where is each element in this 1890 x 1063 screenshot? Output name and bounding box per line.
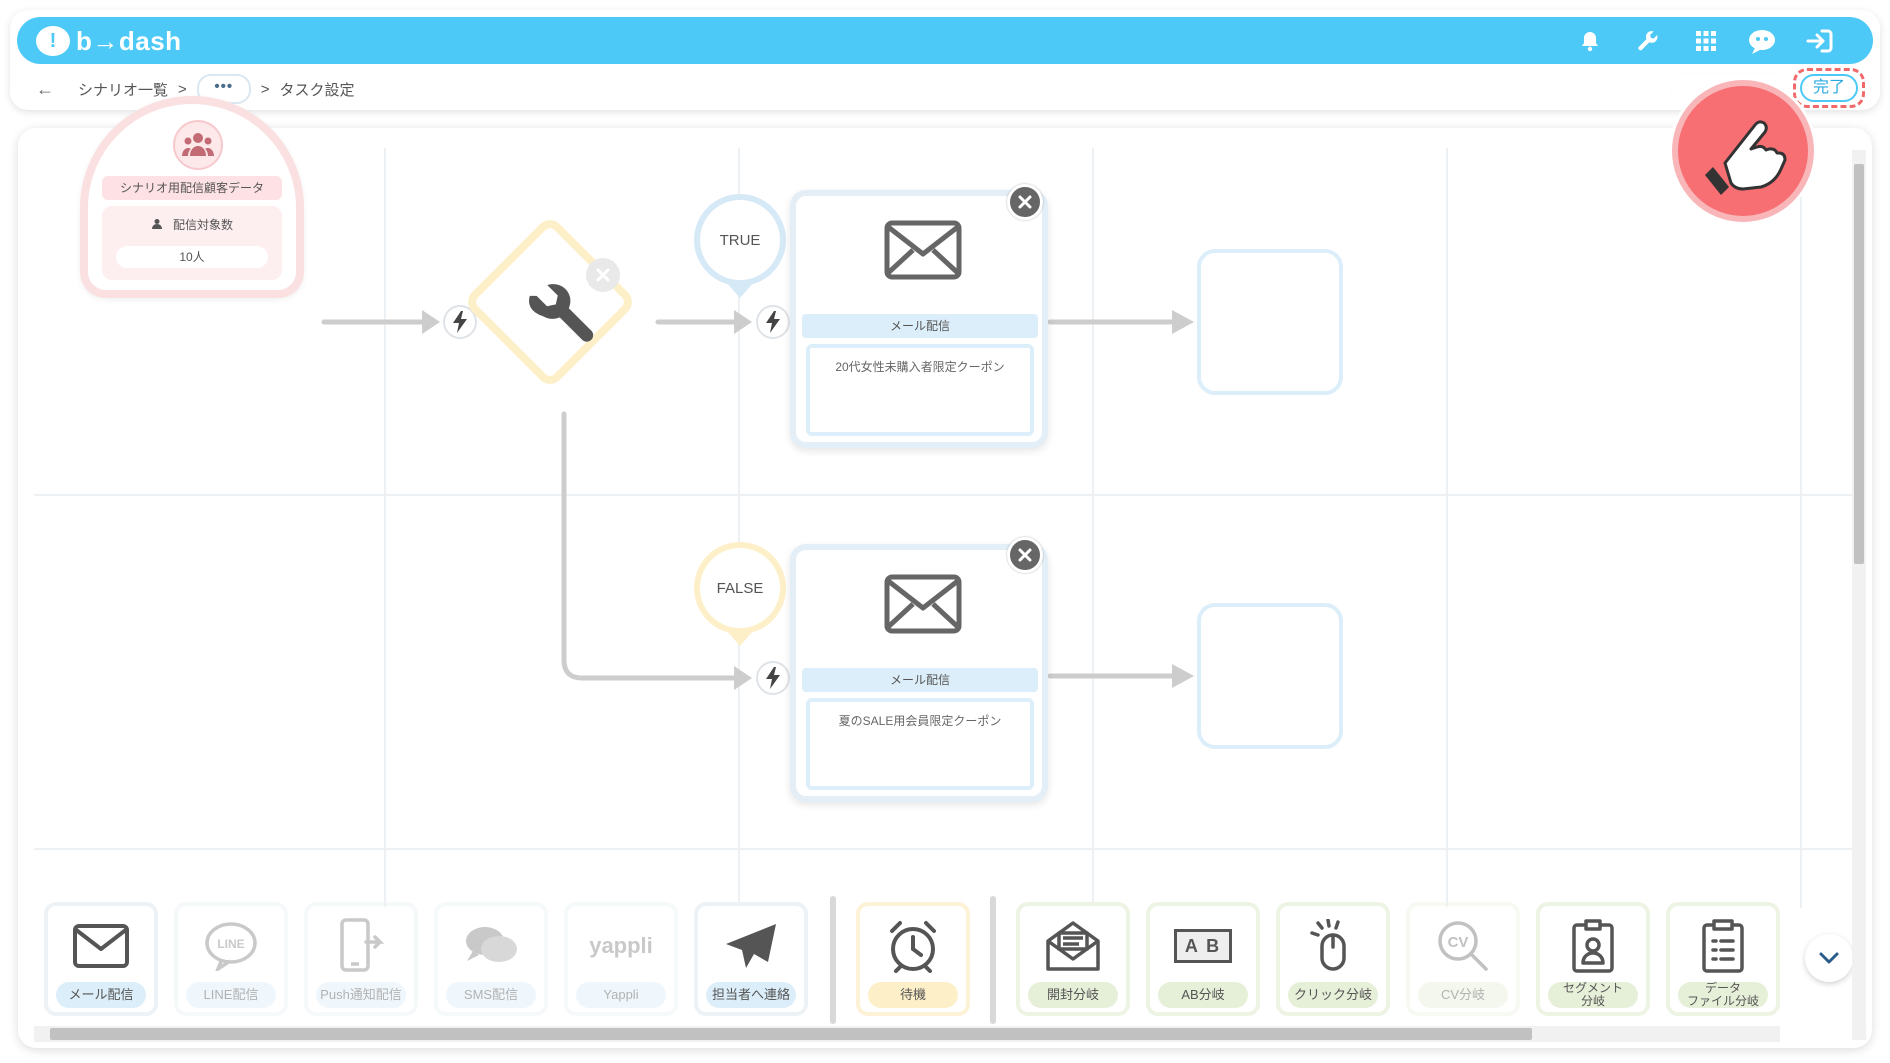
grid-line	[1092, 148, 1094, 908]
breadcrumb-separator: >	[260, 80, 270, 98]
tool-label: クリック分岐	[1288, 982, 1378, 1008]
grid-line	[1446, 148, 1448, 908]
empty-node-slot[interactable]	[1197, 603, 1343, 749]
paper-plane-icon	[698, 916, 804, 976]
tool-label: 担当者へ連絡	[706, 982, 796, 1008]
grid-icon[interactable]	[1690, 25, 1722, 57]
count-value: 10人	[116, 246, 268, 268]
yappli-icon: yappli	[589, 933, 653, 958]
tool-data-file-branch[interactable]: データファイル分岐	[1666, 902, 1780, 1016]
grid-line	[34, 848, 1864, 850]
logo-mark-icon: !	[36, 26, 70, 56]
logout-icon[interactable]	[1804, 25, 1836, 57]
tool-wait[interactable]: 待機	[856, 902, 970, 1016]
tool-label: LINE配信	[186, 982, 276, 1008]
envelope-icon	[884, 574, 962, 639]
marker-tail	[726, 630, 754, 646]
grid-line	[1800, 148, 1802, 908]
breadcrumb-task-settings: タスク設定	[279, 81, 355, 99]
chatbot-icon[interactable]	[1746, 25, 1778, 57]
push-icon	[308, 916, 414, 976]
svg-text:LINE: LINE	[217, 937, 244, 951]
empty-node-slot[interactable]	[1197, 249, 1343, 395]
tool-label: データファイル分岐	[1678, 982, 1768, 1008]
tool-line-delivery[interactable]: LINE LINE配信	[174, 902, 288, 1016]
toolbar-divider	[990, 896, 996, 1024]
tool-open-branch[interactable]: 開封分岐	[1016, 902, 1130, 1016]
wrench-icon	[522, 278, 602, 358]
svg-text:CV: CV	[1448, 934, 1469, 951]
start-node-customer-data[interactable]: シナリオ用配信顧客データ 配信対象数 10人	[80, 96, 304, 298]
data-file-icon	[1670, 916, 1776, 976]
envelope-icon	[884, 220, 962, 285]
group-users-icon	[173, 120, 223, 170]
mouse-click-icon	[1280, 916, 1386, 976]
count-label: 配信対象数	[102, 216, 282, 233]
start-node-title: シナリオ用配信顧客データ	[102, 176, 282, 200]
horizontal-scrollbar-thumb[interactable]	[50, 1028, 1532, 1040]
grid-line	[384, 148, 386, 908]
tool-label: 待機	[868, 982, 958, 1008]
tool-mail-delivery[interactable]: メール配信	[44, 902, 158, 1016]
tool-label: Yappli	[576, 982, 666, 1008]
tool-cv-branch[interactable]: CV CV分岐	[1406, 902, 1520, 1016]
tool-sms-delivery[interactable]: SMS配信	[434, 902, 548, 1016]
mail-type-label: メール配信	[802, 314, 1038, 338]
line-icon: LINE	[178, 916, 284, 976]
delete-node-icon[interactable]	[586, 258, 620, 292]
top-nav-bar	[17, 17, 1873, 64]
grid-line	[34, 494, 1864, 496]
mail-content-name: 20代女性未購入者限定クーポン	[806, 344, 1034, 436]
mail-delivery-node-false[interactable]: メール配信 夏のSALE用会員限定クーポン	[790, 544, 1048, 802]
back-arrow-icon[interactable]: ←	[36, 78, 54, 99]
toolbar-expand-chevron-icon[interactable]	[1805, 934, 1853, 982]
mail-content-name: 夏のSALE用会員限定クーポン	[806, 698, 1034, 790]
ab-icon: A B	[1150, 916, 1256, 976]
mail-type-label: メール配信	[802, 668, 1038, 692]
tool-label: メール配信	[56, 982, 146, 1008]
segment-icon	[1540, 916, 1646, 976]
tool-label: CV分岐	[1418, 982, 1508, 1008]
alarm-clock-icon	[860, 916, 966, 976]
tool-notify-staff[interactable]: 担当者へ連絡	[694, 902, 808, 1016]
person-icon	[151, 219, 162, 229]
cv-icon: CV	[1410, 916, 1516, 976]
wrench-icon[interactable]	[1632, 25, 1664, 57]
tool-yappli[interactable]: yappli Yappli	[564, 902, 678, 1016]
tool-push-delivery[interactable]: Push通知配信	[304, 902, 418, 1016]
grid-line	[738, 148, 740, 908]
breadcrumb-scenario-list[interactable]: シナリオ一覧	[78, 81, 169, 99]
app-logo[interactable]: ! b→dash	[36, 24, 182, 58]
sms-icon	[438, 916, 544, 976]
open-mail-icon	[1020, 916, 1126, 976]
tool-label: セグメント分岐	[1548, 982, 1638, 1008]
start-node-count-box: 配信対象数 10人	[102, 206, 282, 280]
tool-ab-branch[interactable]: A B AB分岐	[1146, 902, 1260, 1016]
delete-node-icon[interactable]	[1007, 537, 1043, 573]
tool-click-branch[interactable]: クリック分岐	[1276, 902, 1390, 1016]
vertical-scrollbar-thumb[interactable]	[1854, 164, 1864, 564]
false-branch-marker: FALSE	[694, 542, 786, 634]
breadcrumb: ← シナリオ一覧 > ••• > タスク設定	[36, 74, 355, 104]
delete-node-icon[interactable]	[1007, 184, 1043, 220]
tutorial-pointer-hand-icon	[1672, 80, 1814, 222]
mail-delivery-node-true[interactable]: メール配信 20代女性未購入者限定クーポン	[790, 190, 1048, 448]
trigger-bolt-icon[interactable]	[756, 305, 790, 339]
tool-label: 開封分岐	[1028, 982, 1118, 1008]
tool-label: AB分岐	[1158, 982, 1248, 1008]
tool-segment-branch[interactable]: セグメント分岐	[1536, 902, 1650, 1016]
done-button[interactable]: 完了	[1800, 74, 1858, 102]
marker-tail	[726, 282, 754, 298]
breadcrumb-separator: >	[178, 80, 187, 98]
toolbar-divider	[830, 896, 836, 1024]
done-highlight	[1793, 68, 1865, 108]
logo-text: b→dash	[76, 25, 182, 56]
mail-icon	[48, 916, 154, 976]
true-branch-marker: TRUE	[694, 194, 786, 286]
tool-label: SMS配信	[446, 982, 536, 1008]
tool-label: Push通知配信	[316, 982, 406, 1008]
trigger-bolt-icon[interactable]	[756, 661, 790, 695]
bell-icon[interactable]	[1574, 25, 1606, 57]
